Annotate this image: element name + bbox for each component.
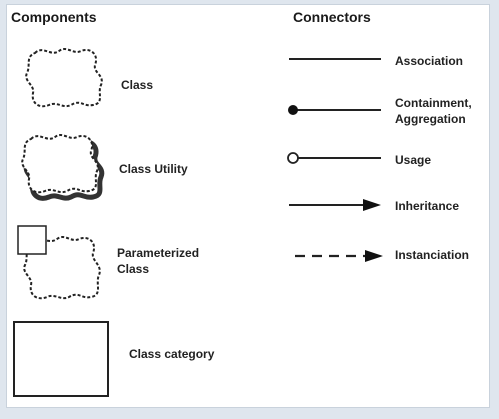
class-utility-label: Class Utility — [119, 162, 188, 176]
containment-label-line2: Aggregation — [395, 112, 466, 126]
components-heading: Components — [11, 9, 97, 25]
parameterized-class-label: Parameterized Class — [117, 245, 199, 277]
containment-line-symbol — [287, 103, 383, 117]
instanciation-arrow-symbol — [293, 248, 385, 264]
legend-panel: Components Connectors Class Class Utilit… — [6, 4, 490, 408]
inheritance-arrow-symbol — [287, 197, 383, 213]
association-line-symbol — [287, 53, 383, 65]
connectors-heading: Connectors — [293, 9, 371, 25]
containment-aggregation-label: Containment, Aggregation — [395, 95, 472, 127]
class-label: Class — [121, 78, 154, 92]
usage-line-symbol — [287, 151, 383, 165]
instanciation-label: Instanciation — [395, 248, 470, 262]
class-category-symbol — [13, 321, 109, 397]
parameterized-class-label-line1: Parameterized — [117, 246, 200, 260]
class-cloud-symbol — [21, 45, 111, 113]
usage-label: Usage — [395, 153, 432, 167]
class-category-label: Class category — [129, 347, 215, 361]
parameterized-class-label-line2: Class — [117, 262, 150, 276]
parameterized-class-symbol — [15, 221, 111, 305]
association-label: Association — [395, 54, 464, 68]
inheritance-label: Inheritance — [395, 199, 460, 213]
containment-label-line1: Containment, — [395, 96, 472, 110]
class-utility-cloud-symbol — [17, 131, 113, 205]
